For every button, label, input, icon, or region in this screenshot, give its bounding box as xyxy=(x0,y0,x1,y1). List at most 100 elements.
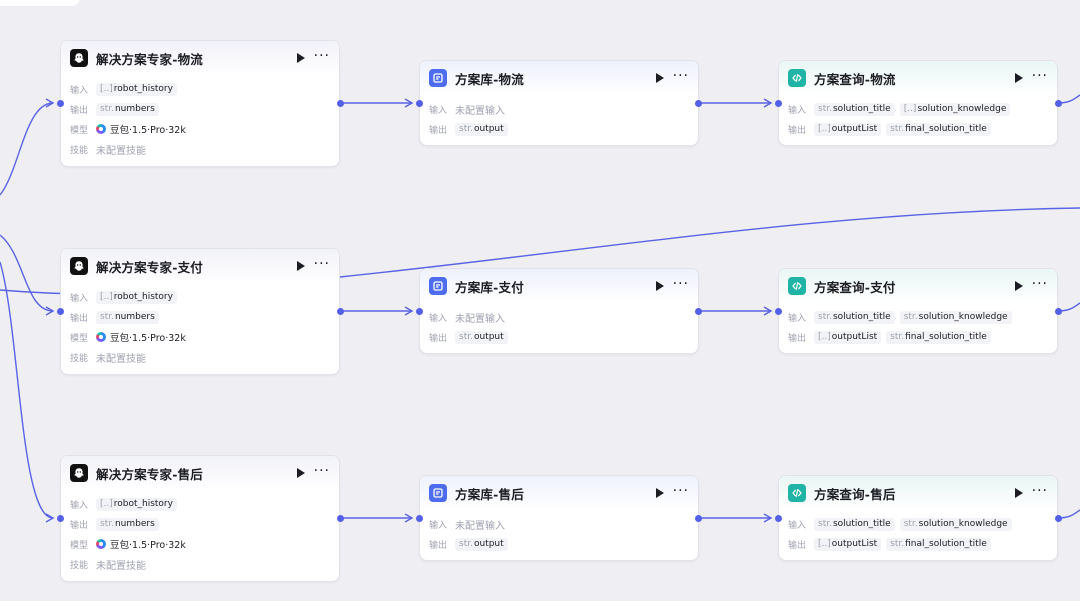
param-tag: str.solution_knowledge xyxy=(899,310,1012,324)
run-icon[interactable] xyxy=(1015,488,1023,498)
more-options-icon[interactable]: ··· xyxy=(672,483,689,499)
input-row: 输入[..]robot_history xyxy=(70,496,182,512)
param-name: numbers xyxy=(114,519,155,529)
more-options-icon[interactable]: ··· xyxy=(1031,68,1048,84)
query-output-port[interactable] xyxy=(1054,514,1062,522)
lib-output-port[interactable] xyxy=(694,99,702,107)
more-options-icon[interactable]: ··· xyxy=(313,48,330,64)
param-type: str. xyxy=(890,539,905,549)
query-output-port[interactable] xyxy=(1054,307,1062,315)
more-options-icon[interactable]: ··· xyxy=(313,463,330,479)
param-name: final_solution_title xyxy=(905,539,987,549)
param-type: str. xyxy=(903,312,918,322)
param-tag: [..]robot_history xyxy=(96,290,177,304)
node-title: 解决方案专家-售后 xyxy=(96,466,203,482)
edge-arrow xyxy=(763,98,773,108)
edge-arrow xyxy=(404,306,414,316)
run-icon[interactable] xyxy=(297,261,305,271)
agent-output-port[interactable] xyxy=(336,307,344,315)
param-tag: [..]outputList xyxy=(814,537,882,551)
node-header: 方案查询-支付··· xyxy=(779,269,1057,303)
query-input-port[interactable] xyxy=(774,514,782,522)
model-label: 豆包·1.5·Pro·32k xyxy=(110,333,186,344)
knowledge-base-icon xyxy=(429,484,447,502)
input-row: 输入未配置输入 xyxy=(429,309,505,325)
run-icon[interactable] xyxy=(1015,281,1023,291)
row-label: 输入 xyxy=(429,520,448,531)
row-label: 输出 xyxy=(788,540,807,551)
query-input-port[interactable] xyxy=(774,99,782,107)
run-icon[interactable] xyxy=(1015,73,1023,83)
param-name: output xyxy=(473,332,504,342)
lib-output-port[interactable] xyxy=(694,307,702,315)
skill-row: 技能未配置技能 xyxy=(70,141,146,157)
code-icon xyxy=(788,277,806,295)
agent-input-port[interactable] xyxy=(56,99,64,107)
row-label: 输入 xyxy=(70,293,89,304)
param-type: [..] xyxy=(818,539,831,549)
row-label: 输入 xyxy=(788,313,807,324)
param-name: robot_history xyxy=(113,292,173,302)
run-icon[interactable] xyxy=(656,488,664,498)
code-icon xyxy=(788,69,806,87)
knowledge-base-icon xyxy=(429,69,447,87)
row-label: 模型 xyxy=(70,333,89,344)
node-header: 方案查询-物流··· xyxy=(779,61,1057,95)
lib-input-port[interactable] xyxy=(415,99,423,107)
node-title: 方案库-支付 xyxy=(455,279,524,295)
input-empty: 未配置输入 xyxy=(455,313,505,325)
lib-input-port[interactable] xyxy=(415,514,423,522)
agent-input-port[interactable] xyxy=(56,514,64,522)
run-icon[interactable] xyxy=(656,281,664,291)
more-options-icon[interactable]: ··· xyxy=(672,68,689,84)
param-tag: str.numbers xyxy=(96,102,159,116)
input-row: 输入未配置输入 xyxy=(429,516,505,532)
more-options-icon[interactable]: ··· xyxy=(672,276,689,292)
query-node[interactable]: 方案查询-支付··· 输入 str.solution_title str.soluti… xyxy=(778,268,1058,354)
model-name: 豆包·1.5·Pro·32k xyxy=(96,537,186,551)
param-tag: str.numbers xyxy=(96,517,159,531)
row-label: 技能 xyxy=(70,560,89,571)
run-icon[interactable] xyxy=(297,468,305,478)
run-icon[interactable] xyxy=(297,53,305,63)
knowledge-base-icon xyxy=(429,277,447,295)
skill-value: 未配置技能 xyxy=(96,353,146,365)
edge-arrow xyxy=(45,513,55,523)
param-type: [..] xyxy=(903,104,917,114)
param-tag: str.solution_title xyxy=(814,517,895,531)
input-row: 输入 str.solution_title str.solution_knowled… xyxy=(788,309,1017,325)
more-options-icon[interactable]: ··· xyxy=(1031,276,1048,292)
model-row: 模型豆包·1.5·Pro·32k xyxy=(70,536,186,552)
agent-output-port[interactable] xyxy=(336,99,344,107)
edge-in-3 xyxy=(0,261,54,519)
param-type: str. xyxy=(890,124,905,134)
row-label: 输出 xyxy=(788,125,807,136)
row-label: 输出 xyxy=(429,125,448,136)
more-options-icon[interactable]: ··· xyxy=(1031,483,1048,499)
param-tag: str.output xyxy=(455,330,508,344)
query-output-port[interactable] xyxy=(1054,99,1062,107)
param-tag: str.solution_title xyxy=(814,310,895,324)
param-type: str. xyxy=(818,312,832,322)
node-header: 解决方案专家-售后 ··· xyxy=(61,456,339,490)
agent-input-port[interactable] xyxy=(56,307,64,315)
lib-output-port[interactable] xyxy=(694,514,702,522)
row-label: 技能 xyxy=(70,353,89,364)
agent-output-port[interactable] xyxy=(336,514,344,522)
run-icon[interactable] xyxy=(656,73,664,83)
more-options-icon[interactable]: ··· xyxy=(313,256,330,272)
doubao-logo-icon xyxy=(96,332,106,342)
model-row: 模型豆包·1.5·Pro·32k xyxy=(70,121,186,137)
lib-input-port[interactable] xyxy=(415,307,423,315)
query-input-port[interactable] xyxy=(774,307,782,315)
